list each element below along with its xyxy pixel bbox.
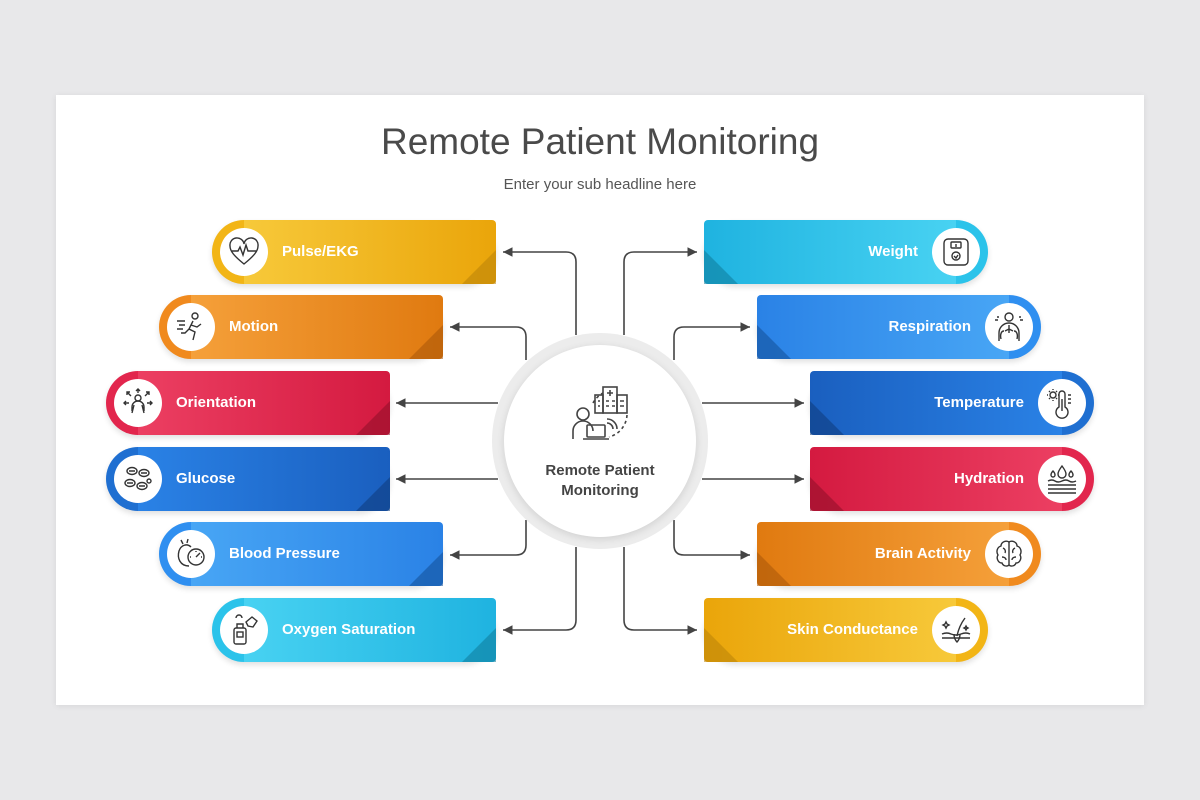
skin-hair-icon (941, 617, 971, 643)
brain-icon (996, 540, 1022, 567)
item-hydration: Hydration (810, 447, 1094, 511)
item-label: Temperature (934, 394, 1024, 411)
thermometer-icon (1047, 389, 1071, 419)
lungs-icon (995, 312, 1023, 341)
item-motion: Motion (159, 295, 443, 359)
connector-skin (623, 547, 697, 635)
item-label: Brain Activity (874, 545, 971, 562)
item-label: Motion (229, 318, 279, 335)
page-title: Remote Patient Monitoring (380, 121, 820, 162)
item-label: Skin Conductance (787, 621, 918, 638)
item-respiration: Respiration (757, 295, 1041, 359)
item-glucose: Glucose (106, 447, 390, 511)
running-person-icon (177, 312, 202, 341)
item-label: Respiration (888, 318, 971, 335)
item-label: Pulse/EKG (282, 243, 359, 260)
item-weight: Weight (704, 220, 988, 284)
connector-respiration (673, 322, 750, 360)
glucose-cells-icon (124, 466, 152, 491)
connector-weight (623, 247, 697, 335)
weight-scale-icon (943, 238, 969, 266)
item-label: Orientation (176, 394, 257, 411)
blood-pressure-gauge-icon (177, 538, 205, 567)
item-label: Weight (868, 243, 918, 260)
item-brain-activity: Brain Activity (757, 522, 1041, 586)
connector-oxygen (503, 547, 577, 635)
connector-brain (673, 520, 750, 560)
item-oxygen-saturation: Oxygen Saturation (212, 598, 496, 662)
oxygen-sensor-icon (233, 614, 258, 645)
connector-pulse (503, 247, 577, 335)
item-pulse-ekg: Pulse/EKG (212, 220, 496, 284)
item-label: Glucose (176, 470, 236, 487)
item-blood-pressure: Blood Pressure (159, 522, 443, 586)
item-label: Hydration (953, 470, 1024, 487)
hub-label: Remote Patient Monitoring (545, 462, 655, 499)
hub-circle: Remote Patient Monitoring (504, 345, 696, 537)
item-orientation: Orientation (106, 371, 390, 435)
heart-pulse-icon (229, 237, 259, 265)
item-temperature: Temperature (810, 371, 1094, 435)
connector-motion (450, 322, 527, 360)
item-label: Oxygen Saturation (282, 621, 416, 638)
person-arrows-icon (123, 388, 153, 414)
page-subtitle: Enter your sub headline here (503, 176, 697, 193)
skin-droplets-icon (1047, 464, 1077, 494)
remote-doctor-laptop-hospital-icon (572, 386, 628, 440)
item-label: Blood Pressure (229, 545, 340, 562)
item-skin-conductance: Skin Conductance (704, 598, 988, 662)
connector-blood-pressure (450, 520, 527, 560)
